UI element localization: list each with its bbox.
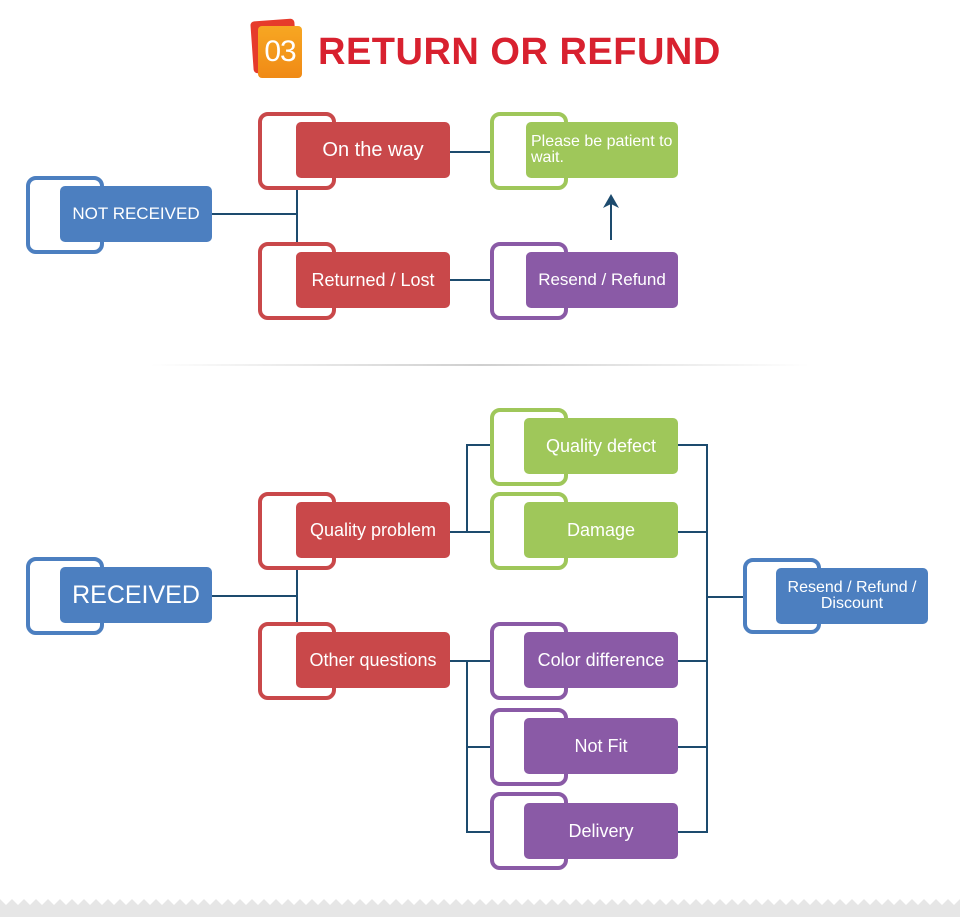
arrow-shaft [610, 202, 612, 240]
not-received-node: NOT RECEIVED [60, 186, 212, 242]
zigzag-edge [0, 890, 960, 917]
connector [466, 746, 498, 748]
received-node: RECEIVED [60, 567, 212, 623]
connector [466, 831, 498, 833]
other-questions-node: Other questions [296, 632, 450, 688]
on-the-way-node: On the way [296, 122, 450, 178]
connector [448, 151, 498, 153]
connector [676, 531, 708, 533]
please-wait-node: Please be patient to wait. [526, 122, 678, 178]
step-number-badge: 03 [250, 18, 304, 80]
quality-problem-node: Quality problem [296, 502, 450, 558]
connector [296, 151, 298, 280]
color-difference-node: Color difference [524, 632, 678, 688]
delivery-node: Delivery [524, 803, 678, 859]
damage-node: Damage [524, 502, 678, 558]
badge-front-shape [258, 26, 302, 78]
not-fit-node: Not Fit [524, 718, 678, 774]
resend-refund-node: Resend / Refund [526, 252, 678, 308]
connector [212, 595, 298, 597]
please-wait-text: Please be patient to wait. [531, 133, 673, 166]
arrow-up-icon [603, 194, 619, 208]
connector [448, 279, 498, 281]
connector [706, 596, 750, 598]
quality-defect-node: Quality defect [524, 418, 678, 474]
resend-refund-discount-text: Resend / Refund / Discount [787, 579, 917, 612]
resend-refund-discount-node: Resend / Refund / Discount [776, 568, 928, 624]
connector [676, 444, 708, 446]
connector [466, 444, 498, 446]
connector [212, 213, 298, 215]
badge-number: 03 [264, 35, 296, 68]
connector [296, 531, 298, 662]
connector [706, 444, 708, 833]
connector [466, 444, 468, 533]
connector [676, 660, 708, 662]
connector [448, 531, 498, 533]
section-divider [150, 364, 810, 366]
page-title: RETURN OR REFUND [318, 31, 721, 73]
connector [676, 746, 708, 748]
returned-lost-node: Returned / Lost [296, 252, 450, 308]
connector [676, 831, 708, 833]
connector [448, 660, 498, 662]
